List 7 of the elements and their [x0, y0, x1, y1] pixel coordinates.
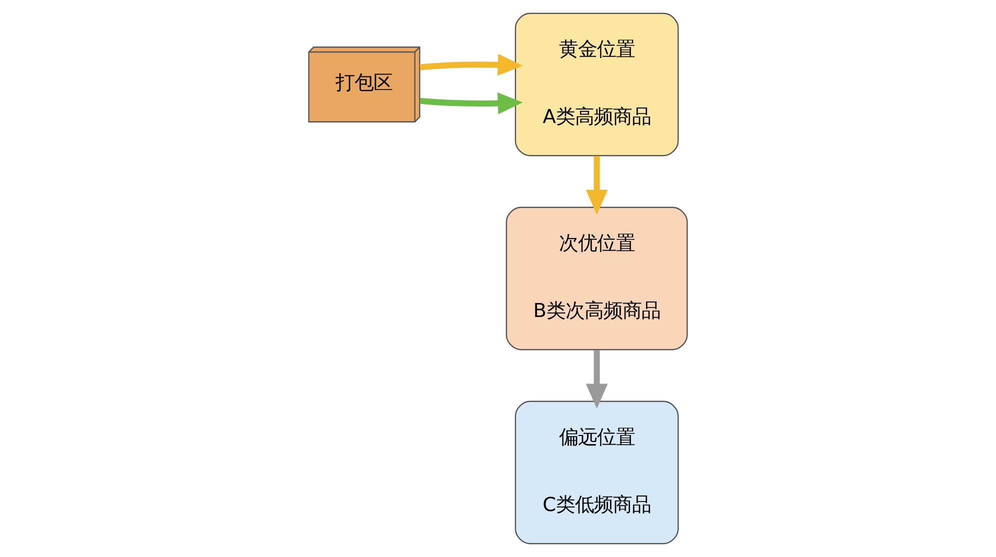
- arrow: [586, 350, 608, 409]
- arrow: [586, 156, 608, 215]
- arrow: [420, 54, 523, 76]
- node-box: 偏远位置 C类低频商品: [514, 400, 679, 544]
- node-box: 黄金位置 A类高频商品: [514, 12, 679, 156]
- arrow: [420, 92, 523, 114]
- node-box: 次优位置 B类次高频商品: [506, 206, 688, 350]
